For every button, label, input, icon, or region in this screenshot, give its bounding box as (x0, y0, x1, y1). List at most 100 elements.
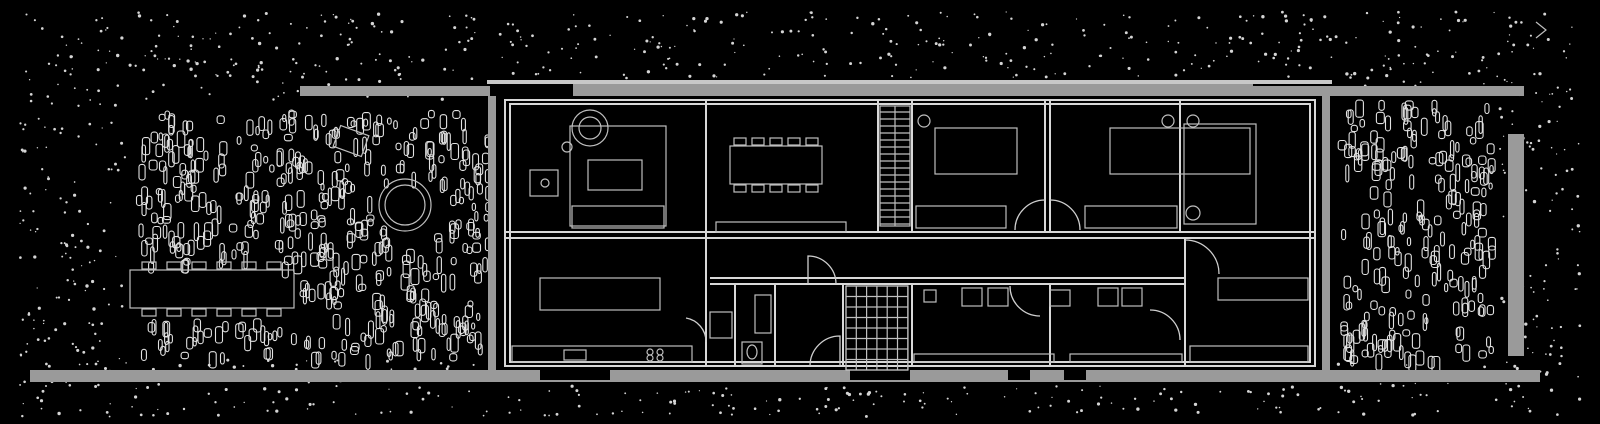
gravel-dot (232, 64, 235, 67)
gravel-dot (542, 66, 545, 69)
plant-shape (1400, 147, 1408, 162)
round-planter (378, 178, 432, 232)
plant-shape (311, 351, 320, 369)
gravel-dot (470, 37, 474, 41)
gravel-dot (675, 62, 679, 66)
gravel-dot (825, 62, 828, 66)
plant-shape (343, 261, 349, 275)
gravel-dot (834, 408, 838, 412)
gravel-dot (1436, 410, 1439, 413)
plant-shape (466, 334, 474, 344)
plant-shape (168, 230, 175, 248)
gravel-dot (1299, 38, 1303, 42)
plant-shape (168, 151, 175, 168)
gravel-dot (1511, 50, 1513, 53)
gravel-dot (1499, 147, 1502, 150)
gravel-dot (1334, 35, 1338, 39)
plant-shape (1411, 333, 1421, 349)
gravel-dot (374, 58, 377, 61)
gravel-dot (1040, 23, 1045, 27)
plant-shape (1379, 217, 1386, 236)
gravel-dot (1272, 56, 1276, 60)
gravel-dot (917, 43, 920, 46)
gravel-dot (570, 57, 573, 60)
gravel-dot (1319, 38, 1322, 42)
gravel-dot (357, 78, 361, 82)
plant-shape (1402, 212, 1408, 223)
gravel-dot (1523, 335, 1527, 339)
gravel-dot (277, 390, 281, 394)
gravel-dot (1167, 40, 1170, 43)
plant-shape (1400, 221, 1405, 235)
gravel-dot (1556, 86, 1559, 89)
gravel-dot (919, 28, 922, 32)
gravel-dot (215, 74, 217, 76)
gravel-dot (826, 398, 830, 401)
gravel-dot (548, 69, 552, 72)
gravel-dot (1559, 325, 1563, 329)
gravel-dot (1502, 300, 1506, 304)
gravel-dot (82, 350, 86, 354)
gravel-dot (1263, 400, 1265, 403)
plant-shape (256, 213, 265, 225)
gravel-dot (516, 61, 519, 64)
gravel-dot (388, 388, 390, 390)
plant-shape (440, 273, 447, 293)
gravel-dot (1536, 326, 1538, 328)
plant-shape (321, 113, 327, 128)
gravel-dot (105, 62, 107, 64)
plant-shape (190, 169, 200, 184)
gravel-dot (1500, 115, 1504, 119)
gravel-dot (593, 37, 597, 41)
gravel-dot (712, 74, 716, 78)
gravel-dot (71, 68, 74, 70)
plant-shape (1488, 182, 1493, 190)
plant-shape (367, 195, 373, 214)
plant-shape (475, 163, 484, 176)
plant-shape (350, 207, 356, 225)
plant-shape (1407, 310, 1415, 320)
plant-shape (1389, 307, 1397, 317)
gravel-dot (895, 43, 898, 46)
gravel-dot (918, 399, 922, 403)
door-swing-3 (1014, 199, 1046, 231)
gravel-dot (572, 14, 575, 16)
gravel-dot (1137, 75, 1140, 77)
gravel-dot (53, 127, 56, 131)
plant-shape (302, 287, 307, 305)
plant-shape (138, 163, 146, 181)
gravel-dot (946, 15, 948, 18)
plant-shape (190, 159, 196, 173)
plant-shape (414, 303, 421, 318)
gravel-dot (1055, 385, 1058, 388)
plant-shape (466, 246, 473, 255)
plant-shape (392, 341, 399, 357)
gravel-dot (1550, 146, 1553, 149)
gravel-dot (1508, 34, 1511, 36)
plant-shape (344, 180, 353, 194)
gravel-dot (19, 222, 21, 225)
plant-shape (1394, 251, 1402, 267)
plant-shape (1377, 221, 1387, 238)
gravel-dot (864, 414, 868, 418)
gravel-dot (26, 343, 29, 345)
gravel-dot (86, 363, 89, 366)
gravel-dot (1486, 67, 1488, 69)
plant-shape (1464, 178, 1470, 194)
gravel-dot (65, 201, 68, 204)
gravel-dot (105, 29, 107, 31)
plant-shape (152, 233, 159, 253)
plant-shape (1455, 141, 1460, 153)
gravel-dot (1382, 64, 1385, 67)
plant-shape (1477, 227, 1487, 238)
gravel-dot (443, 67, 447, 71)
plant-shape (304, 339, 310, 349)
plant-shape (219, 141, 228, 156)
gravel-dot (1043, 55, 1046, 58)
kitchen (511, 277, 693, 363)
gravel-dot (673, 401, 677, 405)
gravel-dot (1530, 286, 1532, 289)
plant-shape (187, 239, 195, 257)
gravel-dot (334, 15, 338, 19)
gravel-dot (1527, 407, 1530, 410)
